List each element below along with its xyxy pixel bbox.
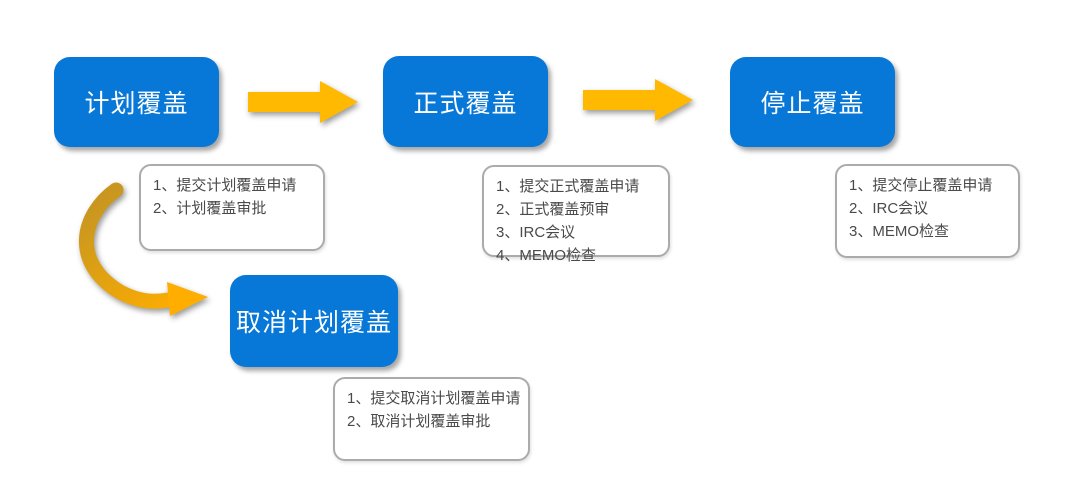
steps-plan-coverage: 1、提交计划覆盖申请 2、计划覆盖审批 [139,164,325,251]
node-stop-coverage: 停止覆盖 [730,57,895,147]
step-item: 2、IRC会议 [849,200,929,217]
step-item: 1、提交取消计划覆盖申请 [347,390,521,407]
step-item: 1、提交计划覆盖申请 [153,177,297,194]
step-item: 3、IRC会议 [496,224,576,241]
right-arrow-shape [248,81,358,123]
node-cancel-plan-coverage: 取消计划覆盖 [230,275,398,367]
node-plan-coverage: 计划覆盖 [54,57,219,147]
step-item: 4、MEMO检查 [496,247,597,264]
step-item: 3、MEMO检查 [849,223,950,240]
node-label: 停止覆盖 [760,90,865,118]
step-item: 1、提交停止覆盖申请 [849,177,993,194]
steps-stop-coverage: 1、提交停止覆盖申请 2、IRC会议 3、MEMO检查 [835,164,1020,258]
step-item: 2、计划覆盖审批 [153,200,267,217]
curved-arrow-head [167,282,208,316]
right-arrow-shape [583,79,693,121]
arrow-formal-to-stop [583,79,693,121]
step-item: 2、正式覆盖预审 [496,201,610,218]
steps-formal-coverage: 1、提交正式覆盖申请 2、正式覆盖预审 3、IRC会议 4、MEMO检查 [482,165,670,264]
node-label: 计划覆盖 [84,90,189,118]
node-label: 取消计划覆盖 [235,309,392,337]
steps-cancel-plan-coverage: 1、提交取消计划覆盖申请 2、取消计划覆盖审批 [333,377,530,461]
step-item: 2、取消计划覆盖审批 [347,413,491,430]
node-formal-coverage: 正式覆盖 [383,56,548,147]
step-item: 1、提交正式覆盖申请 [496,178,640,195]
arrow-plan-to-formal [248,81,358,123]
node-label: 正式覆盖 [413,89,518,118]
